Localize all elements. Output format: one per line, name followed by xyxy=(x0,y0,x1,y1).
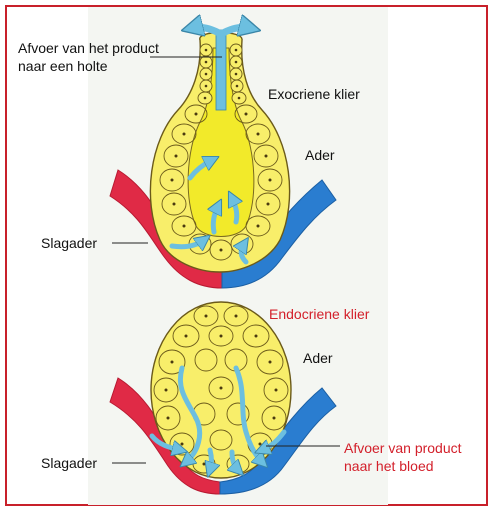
label-vein-bottom: Ader xyxy=(303,350,333,366)
leader-lines xyxy=(112,56,340,464)
product-outlet-arrow xyxy=(192,27,250,111)
label-product-outlet-bottom-line2: naar het bloed xyxy=(344,458,434,474)
label-artery-top: Slagader xyxy=(41,235,98,251)
label-vein-top: Ader xyxy=(305,147,335,163)
label-endocrine-gland: Endocriene klier xyxy=(269,306,370,322)
label-product-outlet-top-line1: Afvoer van het product xyxy=(18,40,159,56)
label-artery-bottom: Slagader xyxy=(41,455,98,471)
label-product-outlet-top-line2: naar een holte xyxy=(18,58,108,74)
label-product-outlet-bottom-line1: Afvoer van product xyxy=(344,440,462,456)
endocrine-gland-body xyxy=(150,301,292,479)
secretion-arrows-bottom xyxy=(149,365,287,470)
label-exocrine-gland: Exocriene klier xyxy=(268,86,360,102)
secretion-arrows-top xyxy=(169,160,246,265)
exocrine-gland xyxy=(109,27,337,289)
endocrine-gland xyxy=(109,301,337,495)
